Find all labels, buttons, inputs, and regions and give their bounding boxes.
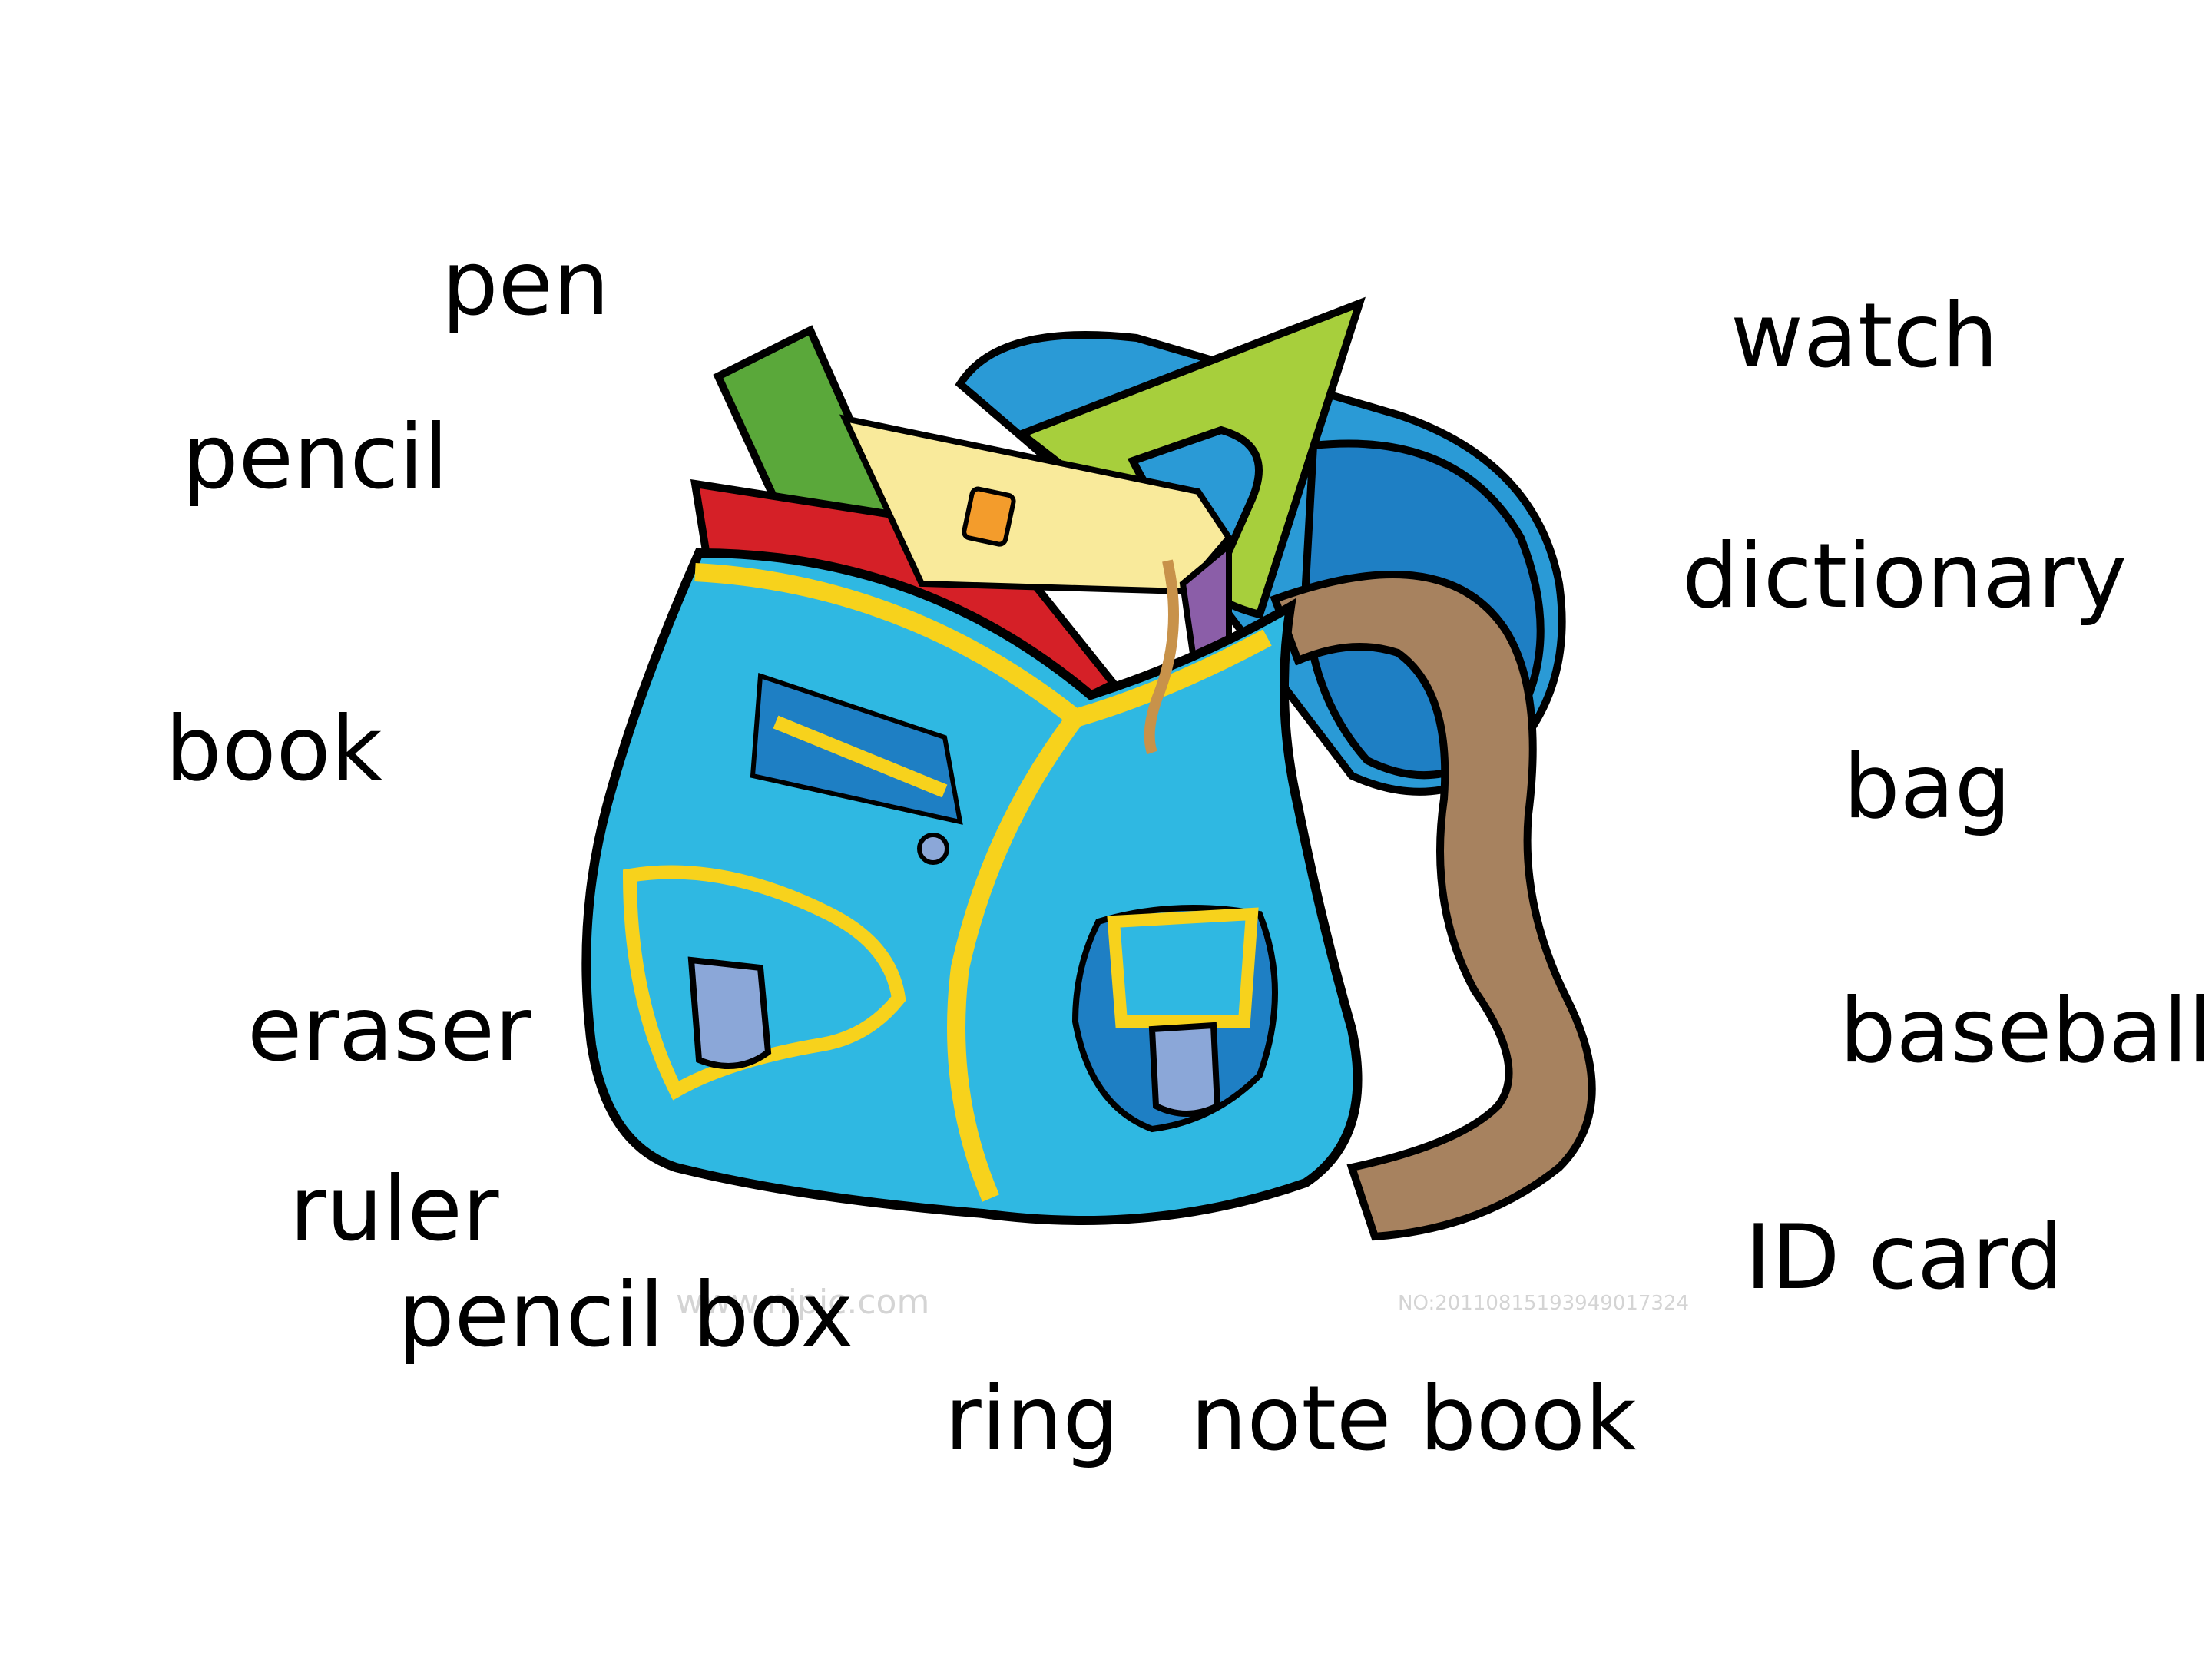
right-pocket-flap <box>1107 907 1259 1028</box>
word-book: book <box>165 697 382 801</box>
word-pencil-box: pencil box <box>398 1263 854 1367</box>
zipper <box>773 715 948 798</box>
pocket-buckle-left <box>687 956 772 1069</box>
word-bag: bag <box>1843 735 2012 839</box>
pocket-buckle-right <box>1148 1022 1221 1117</box>
word-watch: watch <box>1730 284 1998 388</box>
bag-trim <box>694 563 1272 1202</box>
word-ring: ring <box>945 1367 1120 1471</box>
word-pen: pen <box>442 232 610 336</box>
bag-strap <box>1270 571 1596 1241</box>
bookmark <box>962 486 1016 547</box>
word-dictionary: dictionary <box>1682 525 2128 628</box>
word-note-book: note book <box>1190 1367 1637 1471</box>
zipper-pull <box>917 833 949 865</box>
watermark-serial: NO:20110815193949017324 <box>1398 1292 1689 1315</box>
word-eraser: eraser <box>247 978 531 1081</box>
word-pencil: pencil <box>182 406 449 509</box>
word-baseball: baseball <box>1839 979 2212 1083</box>
word-ruler: ruler <box>290 1157 499 1261</box>
drawstring <box>1144 559 1179 755</box>
watermark-site: www.nipic.com <box>676 1283 929 1322</box>
word-id-card: ID card <box>1745 1206 2064 1310</box>
